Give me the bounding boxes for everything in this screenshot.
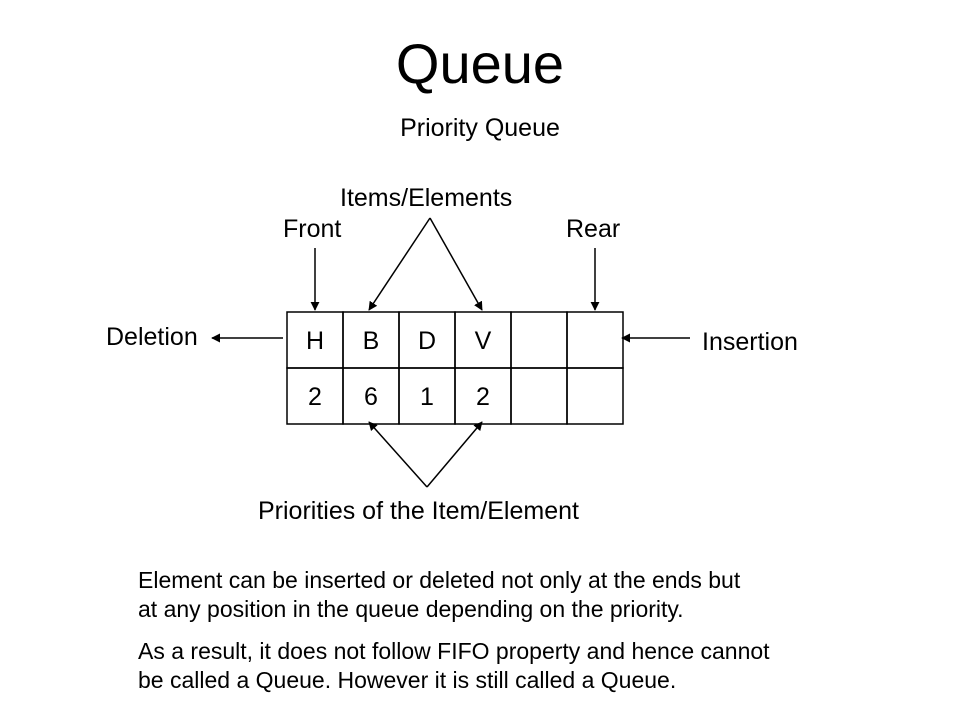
item-cell-text: D — [418, 327, 436, 355]
items-arrow-left — [368, 217, 431, 311]
priority-cell-box — [566, 367, 624, 425]
front-label: Front — [283, 215, 342, 243]
insertion-label: Insertion — [702, 328, 798, 356]
rear-label: Rear — [566, 215, 621, 243]
explanation-text: Element can be inserted or deleted not o… — [138, 566, 938, 708]
deletion-label: Deletion — [106, 323, 198, 351]
explanation-paragraph-2: As a result, it does not follow FIFO pro… — [138, 638, 770, 693]
item-cell-text: V — [475, 327, 492, 355]
priority-cell-box — [510, 367, 568, 425]
item-cell-text: H — [306, 327, 324, 355]
priority-cell-text: 6 — [364, 383, 378, 411]
queue-grid: H B D V 2 6 1 2 — [286, 311, 624, 425]
priorities-arrow-left — [368, 421, 428, 488]
item-cell-text: B — [363, 327, 380, 355]
priority-cell-text: 1 — [420, 383, 434, 411]
priority-cell-text: 2 — [308, 383, 322, 411]
items-elements-label: Items/Elements — [340, 184, 513, 212]
priorities-label: Priorities of the Item/Element — [258, 497, 579, 525]
item-cell-box — [510, 311, 568, 369]
slide-title: Queue — [395, 32, 565, 95]
items-arrow-right — [429, 217, 483, 311]
priorities-arrow-right — [426, 421, 483, 488]
explanation-paragraph-1: Element can be inserted or deleted not o… — [138, 567, 741, 622]
priority-cell-text: 2 — [476, 383, 490, 411]
slide-subtitle: Priority Queue — [400, 114, 560, 142]
item-cell-box — [566, 311, 624, 369]
